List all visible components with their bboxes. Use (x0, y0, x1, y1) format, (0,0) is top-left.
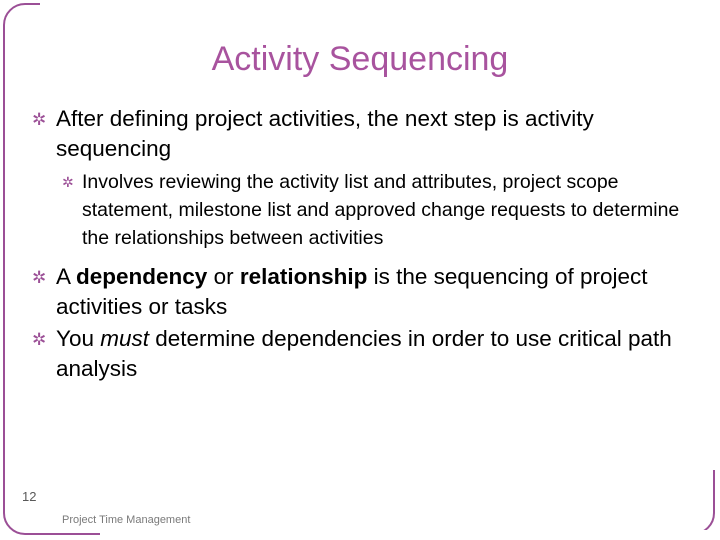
bullet-glyph-icon: ✲ (62, 174, 74, 190)
bullet-glyph-icon: ✲ (32, 268, 47, 287)
bullet-list-level-1: ✲ After defining project activities, the… (26, 104, 686, 384)
bullet-text-segment-2: dependency (76, 264, 208, 289)
bullet-text-segment-5: is the sequencing of project activities … (56, 264, 648, 319)
bullet-text-segment-3: or (207, 264, 240, 289)
bullet-text-segment-3: determine dependencies in order to use c… (56, 326, 672, 381)
bullet-text-segment-2: must (100, 326, 149, 351)
frame-mask-right (712, 0, 720, 470)
bullet-item-2: ✲ A dependency or relationship is the se… (26, 262, 686, 322)
bullet-item-1-sub-1: ✲ Involves reviewing the activity list a… (56, 168, 686, 252)
bullet-item-3: ✲ You must determine dependencies in ord… (26, 324, 686, 384)
bullet-list-level-2: ✲ Involves reviewing the activity list a… (56, 168, 686, 252)
frame-mask-top (40, 0, 720, 30)
slide-footer: Project Time Management (62, 514, 191, 526)
bullet-text-segment-4: relationship (239, 264, 368, 289)
bullet-text: Involves reviewing the activity list and… (82, 171, 680, 249)
page-number: 12 (22, 489, 37, 504)
frame-mask-bottom-right (100, 530, 720, 540)
slide-title: Activity Sequencing (211, 40, 509, 78)
slide-body: ✲ After defining project activities, the… (26, 104, 686, 386)
bullet-glyph-icon: ✲ (32, 110, 47, 129)
bullet-text-segment-1: A (56, 264, 77, 289)
bullet-text-segment-1: You (56, 326, 101, 351)
bullet-item-1: ✲ After defining project activities, the… (26, 104, 686, 252)
bullet-glyph-icon: ✲ (32, 330, 47, 349)
bullet-text: After defining project activities, the n… (56, 106, 594, 161)
